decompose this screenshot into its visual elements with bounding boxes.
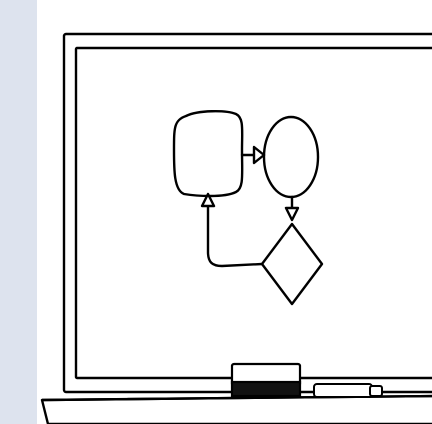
whiteboard-tray: [42, 396, 432, 424]
eraser: [232, 364, 300, 396]
connector-circle: [264, 117, 318, 197]
whiteboard-frame: [64, 34, 432, 392]
eraser-pad: [232, 382, 300, 396]
whiteboard-writing-surface: [76, 48, 432, 378]
marker: [314, 384, 382, 397]
marker-cap: [370, 386, 382, 396]
marker-body: [314, 384, 372, 397]
process-rectangle: [174, 111, 242, 196]
